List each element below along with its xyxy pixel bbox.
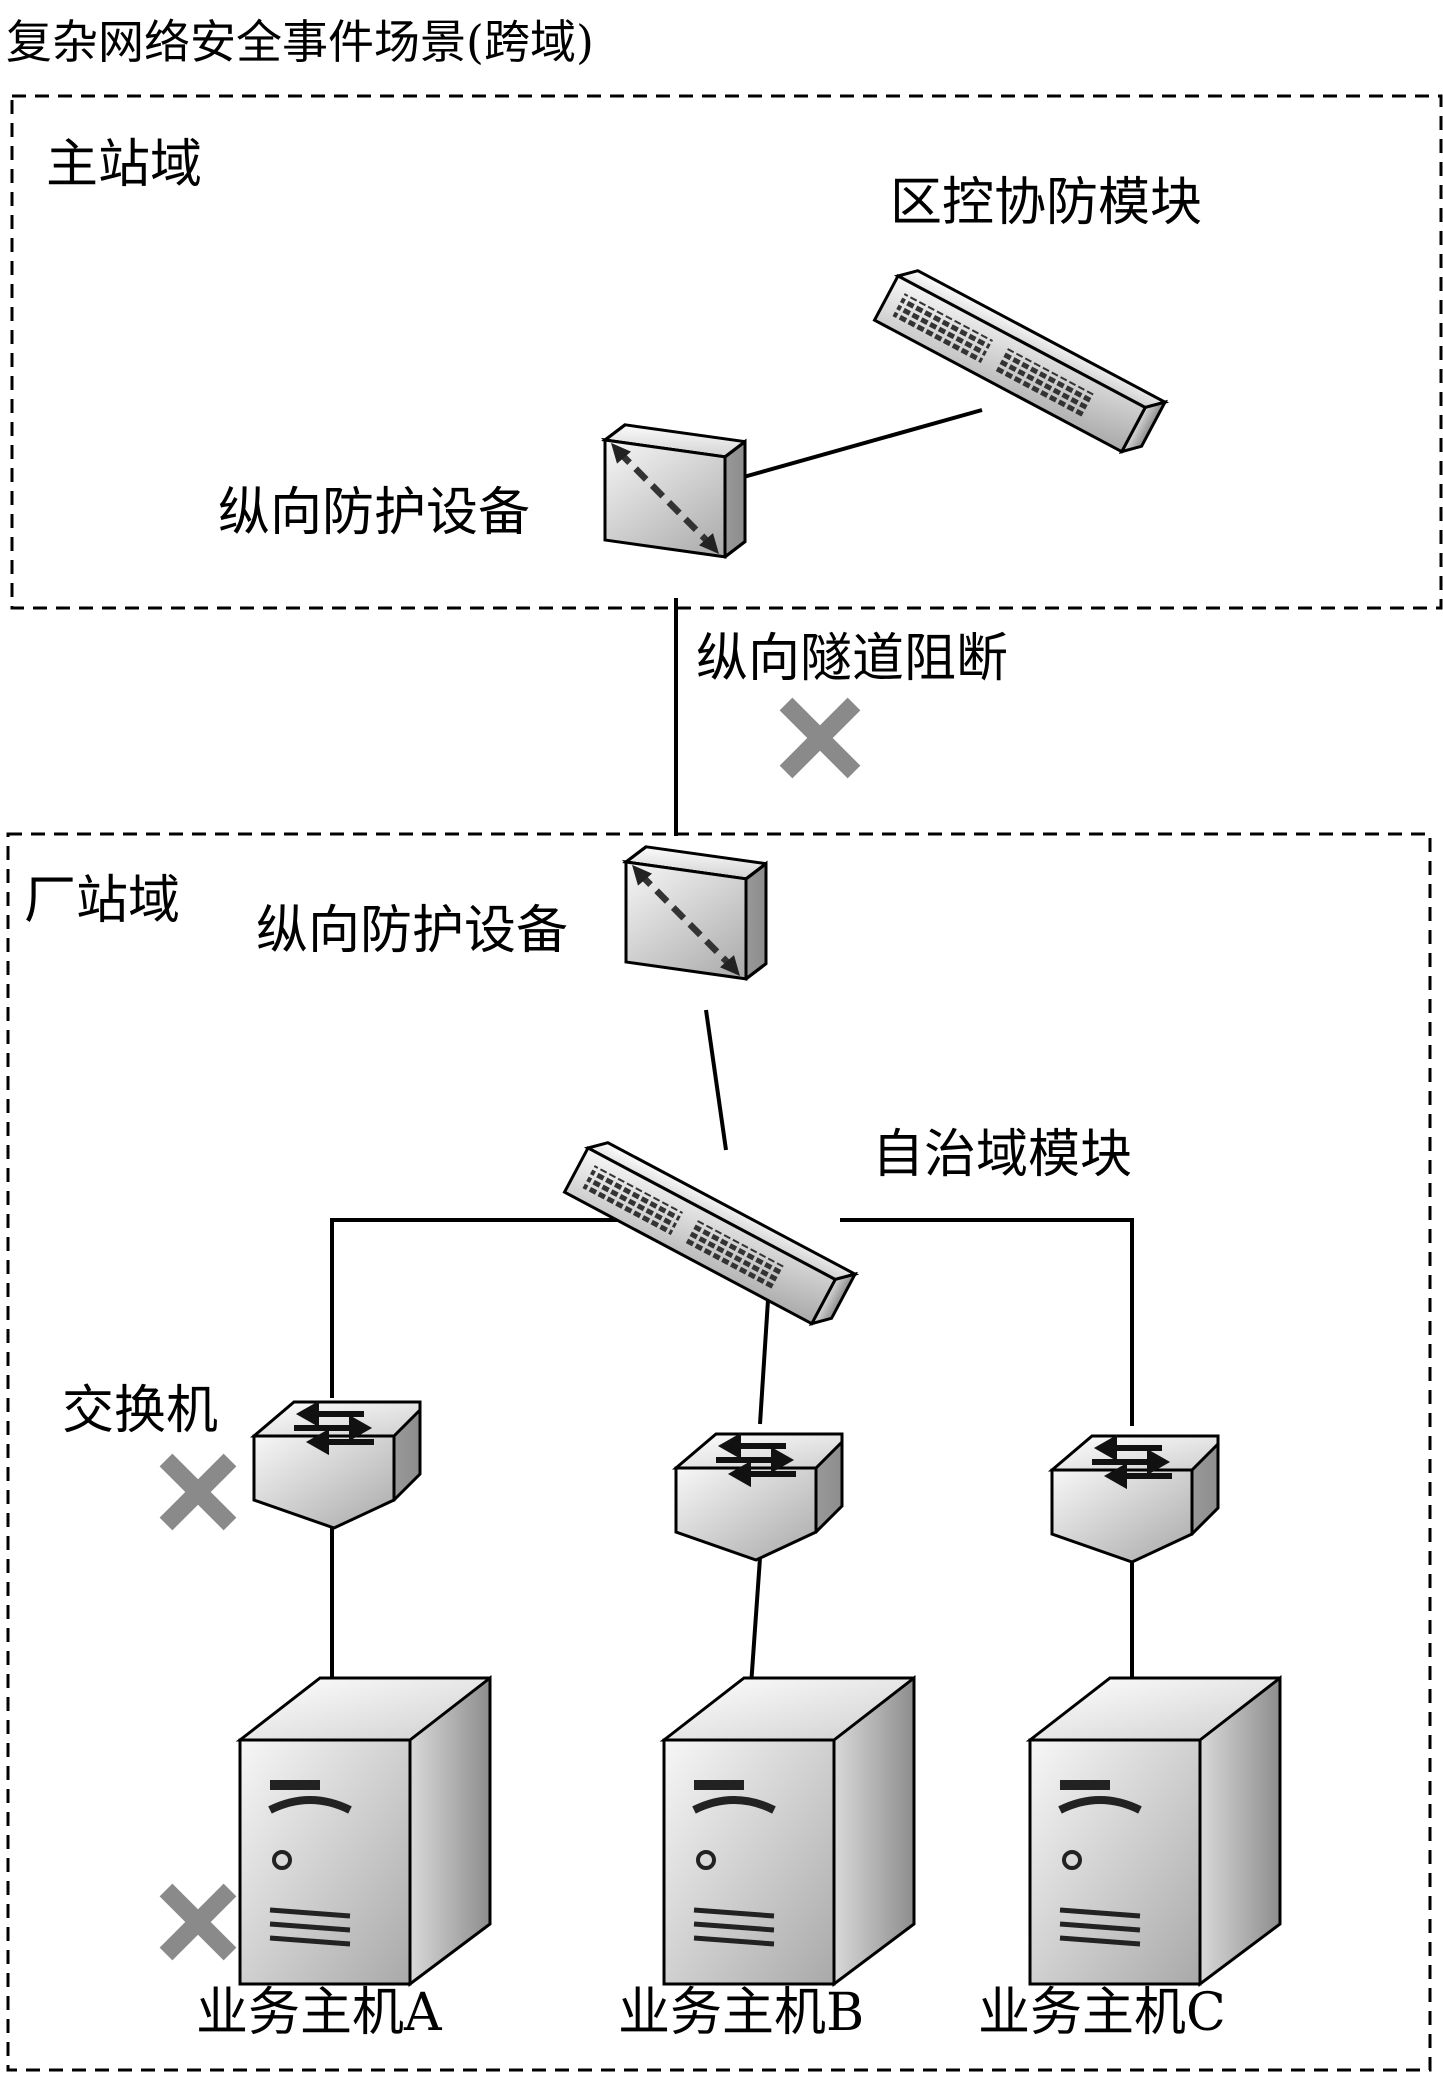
link-plant-protector-to-autonomous <box>704 1009 728 1151</box>
diagram-title: 复杂网络安全事件场景(跨域) <box>6 15 594 69</box>
blocked-x-icon <box>779 697 861 779</box>
host-c-label: 业务主机C <box>978 1983 1226 2043</box>
link-autonomous-to-switch-b <box>758 1299 770 1425</box>
host-b-label: 业务主机B <box>618 1983 864 2043</box>
switch-icon <box>671 1432 844 1562</box>
master-domain-label: 主站域 <box>46 135 202 195</box>
blocked-x-icon <box>159 1453 237 1531</box>
network-switch-icon <box>872 269 1170 454</box>
plant-domain-frame <box>6 832 1432 2072</box>
host-a-label: 业务主机A <box>196 1983 443 2043</box>
network-switch-icon <box>562 1141 860 1326</box>
server-icon <box>235 1674 492 1987</box>
link-switch-b-to-host-b <box>748 1557 762 1701</box>
switch-icon <box>1047 1434 1220 1564</box>
master-protector-label: 纵向防护设备 <box>218 483 530 543</box>
server-icon <box>659 1674 916 1987</box>
link-autonomous-to-switch-c <box>840 1218 1134 1426</box>
firewall-device-icon <box>624 842 768 984</box>
switch-icon <box>249 1400 422 1530</box>
link-autonomous-to-switch-a <box>330 1218 630 1398</box>
plant-domain-label: 厂站域 <box>24 871 180 931</box>
server-icon <box>1025 1674 1282 1987</box>
plant-protector-label: 纵向防护设备 <box>256 901 568 961</box>
blocked-x-icon <box>159 1883 237 1961</box>
switch-label: 交换机 <box>62 1381 218 1441</box>
firewall-device-icon <box>603 420 747 562</box>
master-domain-frame <box>10 94 1443 610</box>
connection-lines <box>330 408 1134 1701</box>
autonomous-label: 自治域模块 <box>872 1125 1132 1185</box>
area-control-label: 区控协防模块 <box>890 173 1202 233</box>
tunnel-block-label: 纵向隧道阻断 <box>696 629 1008 689</box>
link-protector-to-area-control <box>739 408 983 480</box>
